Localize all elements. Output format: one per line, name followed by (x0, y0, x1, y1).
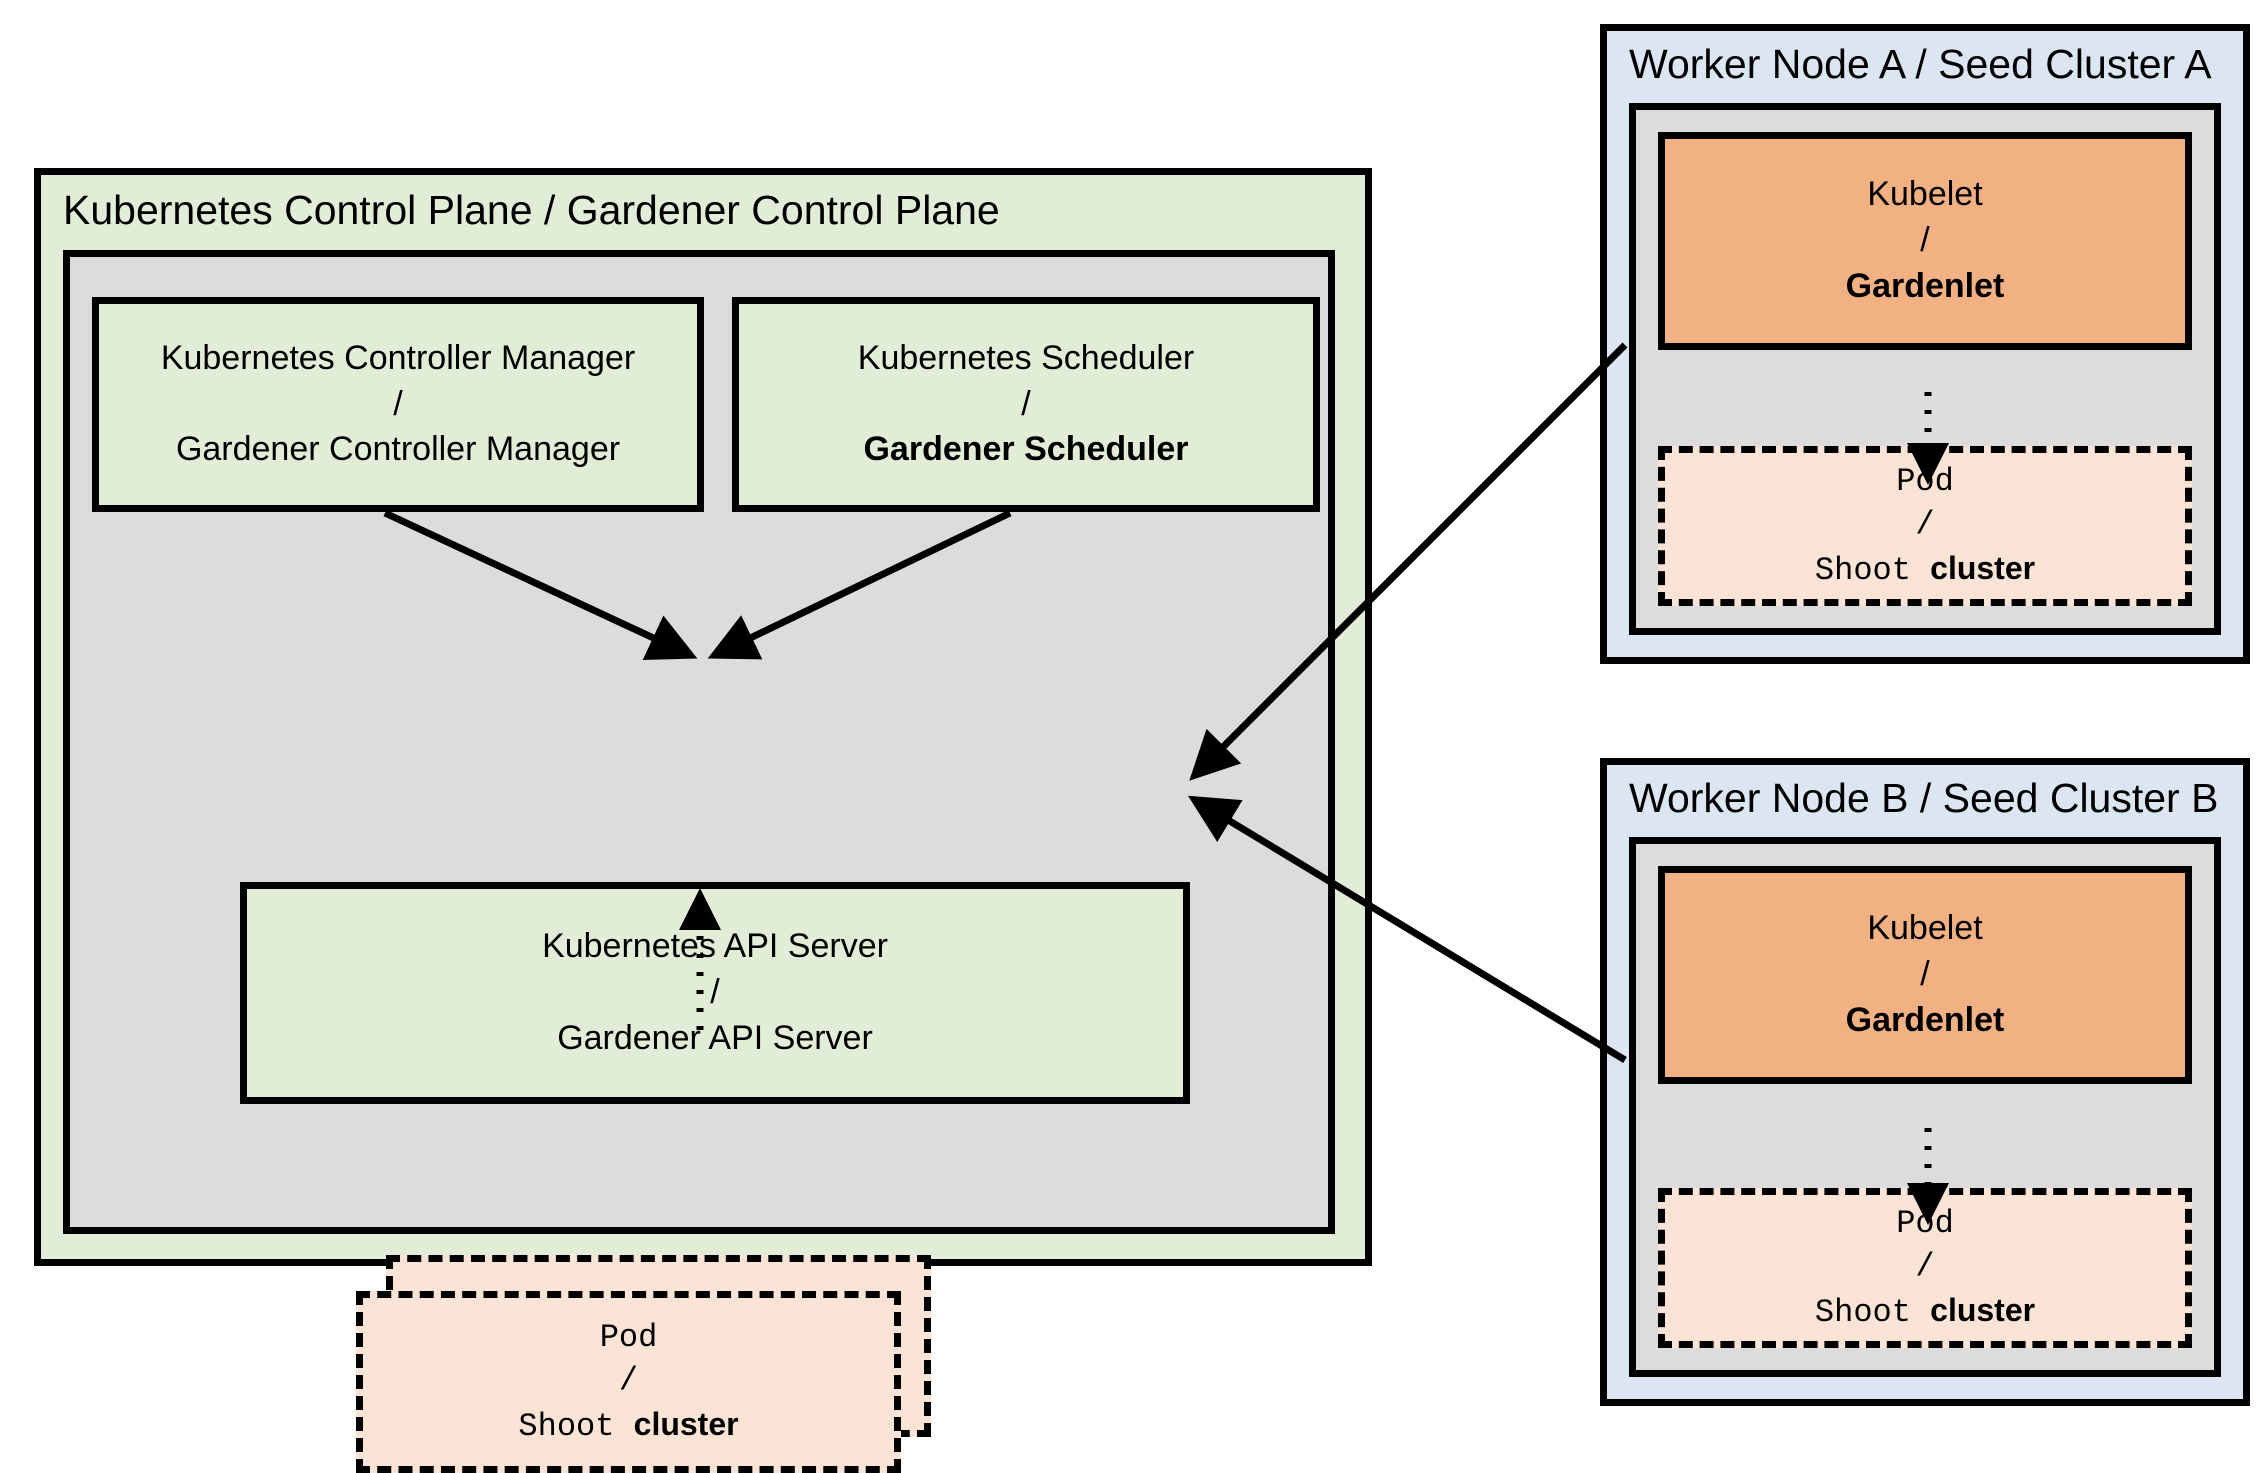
worker-node-b-inner-area: Kubelet / Gardenlet Pod / Shoot cluster (1629, 837, 2221, 1377)
worker-node-b-panel: Worker Node B / Seed Cluster B Kubelet /… (1600, 758, 2250, 1406)
api-separator: / (710, 973, 720, 1012)
control-plane-inner-area: Kubernetes Controller Manager / Gardener… (63, 250, 1335, 1473)
node-a-pod-cluster: cluster (1930, 549, 2036, 586)
kcm-separator: / (393, 384, 403, 423)
worker-node-a-panel: Worker Node A / Seed Cluster A Kubelet /… (1600, 24, 2250, 664)
node-b-gardenlet-label: Gardenlet (1845, 1000, 2005, 1039)
kubernetes-scheduler-box: Kubernetes Scheduler / Gardener Schedule… (732, 297, 1320, 512)
scheduler-line1: Kubernetes Scheduler (857, 338, 1195, 377)
node-b-pod-cluster: cluster (1930, 1291, 2036, 1328)
control-plane-pod-box: Pod / Shoot cluster (356, 1291, 901, 1473)
kcm-line1: Kubernetes Controller Manager (160, 338, 636, 377)
cp-pod-cluster: cluster (633, 1405, 739, 1442)
node-b-pod-line2: Shoot cluster (1815, 1289, 2035, 1334)
cp-pod-shoot: Shoot (518, 1407, 634, 1445)
node-b-kubelet-line1: Kubelet (1867, 909, 1983, 948)
node-b-pod-box: Pod / Shoot cluster (1658, 1188, 2192, 1348)
kubernetes-controller-manager-box: Kubernetes Controller Manager / Gardener… (92, 297, 704, 512)
worker-node-b-title: Worker Node B / Seed Cluster B (1629, 775, 2219, 821)
control-plane-title: Kubernetes Control Plane / Gardener Cont… (63, 187, 1000, 233)
cp-pod-line1: Pod (599, 1319, 658, 1357)
cp-pod-separator: / (618, 1362, 639, 1400)
node-b-pod-separator: / (1915, 1248, 1935, 1286)
node-a-pod-separator: / (1915, 506, 1935, 544)
node-a-kubelet-line1: Kubelet (1867, 175, 1983, 214)
node-b-pod-line1: Pod (1896, 1205, 1954, 1243)
kcm-line2: Gardener Controller Manager (175, 430, 621, 469)
node-a-pod-line2: Shoot cluster (1815, 547, 2035, 592)
node-a-gardenlet-label: Gardenlet (1845, 266, 2005, 305)
scheduler-line2: Gardener Scheduler (863, 430, 1189, 469)
kubernetes-api-server-box: Kubernetes API Server / Gardener API Ser… (240, 882, 1190, 1104)
cp-pod-line2: Shoot cluster (518, 1403, 738, 1448)
api-line1: Kubernetes API Server (542, 927, 888, 966)
worker-node-a-inner-area: Kubelet / Gardenlet Pod / Shoot cluster (1629, 103, 2221, 635)
node-a-pod-box: Pod / Shoot cluster (1658, 446, 2192, 606)
node-a-pod-shoot: Shoot (1814, 551, 1931, 589)
node-b-kubelet-box: Kubelet / Gardenlet (1658, 866, 2192, 1084)
node-a-kubelet-box: Kubelet / Gardenlet (1658, 132, 2192, 350)
node-a-pod-line1: Pod (1896, 463, 1954, 501)
node-b-pod-shoot: Shoot (1814, 1293, 1931, 1331)
scheduler-separator: / (1021, 384, 1031, 423)
node-a-kubelet-separator: / (1920, 221, 1930, 260)
worker-node-a-title: Worker Node A / Seed Cluster A (1629, 41, 2212, 87)
node-b-kubelet-separator: / (1920, 955, 1930, 994)
api-line2: Gardener API Server (557, 1018, 873, 1057)
control-plane-panel: Kubernetes Control Plane / Gardener Cont… (34, 168, 1372, 1473)
